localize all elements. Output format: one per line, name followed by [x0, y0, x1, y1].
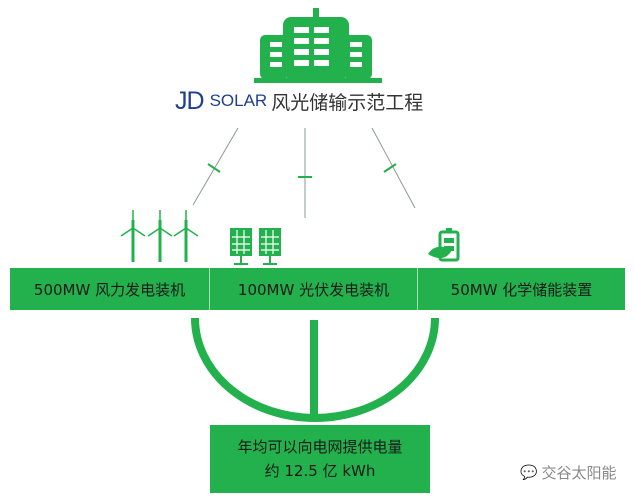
jd-logo: JD	[175, 86, 205, 115]
transmission-lines	[192, 127, 416, 218]
solar-panel-icon	[230, 228, 281, 265]
solar-capacity: 100MW 光伏发电装机	[210, 268, 418, 310]
watermark: 💬 交谷太阳能	[520, 462, 616, 483]
wind-capacity: 500MW 风力发电装机	[10, 268, 210, 310]
annual-output-box: 年均可以向电网提供电量 约 12.5 亿 kWh	[210, 425, 430, 493]
project-title: JD SOLAR 风光储输示范工程	[175, 86, 424, 115]
solar-logo: SOLAR	[209, 91, 268, 110]
output-line-2: 约 12.5 亿 kWh	[264, 462, 376, 480]
watermark-text: 交谷太阳能	[541, 464, 617, 482]
building-icon	[254, 8, 382, 83]
output-line-1: 年均可以向电网提供电量	[237, 438, 403, 456]
collector-arc	[191, 317, 439, 422]
battery-leaf-icon	[428, 228, 460, 262]
title-text: 风光储输示范工程	[271, 91, 424, 114]
line-markers	[207, 163, 397, 178]
capacity-bar: 500MW 风力发电装机 100MW 光伏发电装机 50MW 化学储能装置	[10, 268, 625, 310]
storage-capacity: 50MW 化学储能装置	[450, 280, 593, 299]
wind-turbine-icon	[120, 210, 199, 262]
wechat-icon: 💬	[520, 464, 538, 481]
